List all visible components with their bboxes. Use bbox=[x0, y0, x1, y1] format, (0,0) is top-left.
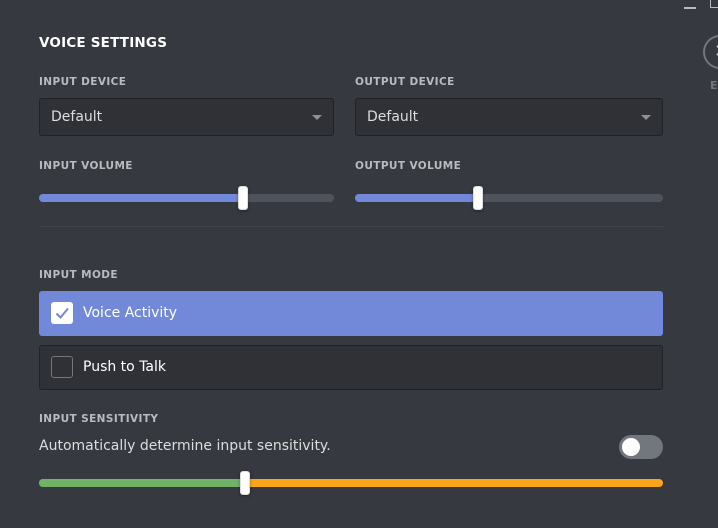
sensitivity-below-threshold bbox=[39, 479, 245, 487]
input-device-value: Default bbox=[51, 109, 103, 125]
push-to-talk-checkbox[interactable] bbox=[51, 356, 73, 378]
sensitivity-handle[interactable] bbox=[239, 471, 250, 495]
output-volume-slider[interactable] bbox=[355, 186, 663, 210]
toggle-knob bbox=[622, 438, 640, 456]
auto-sensitivity-toggle[interactable] bbox=[619, 435, 663, 459]
checkmark-icon bbox=[55, 307, 69, 319]
output-device-select[interactable]: Default bbox=[355, 98, 663, 136]
output-volume-label: OUTPUT VOLUME bbox=[355, 160, 462, 172]
input-volume-label: INPUT VOLUME bbox=[39, 160, 133, 172]
input-volume-fill bbox=[39, 194, 243, 202]
page-title: VOICE SETTINGS bbox=[39, 35, 168, 51]
push-to-talk-label: Push to Talk bbox=[83, 359, 167, 375]
escape-label: E bbox=[710, 79, 718, 92]
output-volume-handle[interactable] bbox=[473, 186, 484, 210]
input-mode-voice-activity[interactable]: Voice Activity bbox=[39, 291, 663, 336]
voice-activity-checkbox[interactable] bbox=[51, 302, 73, 324]
output-device-label: OUTPUT DEVICE bbox=[355, 76, 455, 88]
input-device-label: INPUT DEVICE bbox=[39, 76, 127, 88]
voice-activity-label: Voice Activity bbox=[83, 305, 178, 321]
close-icon: ✕ bbox=[714, 40, 718, 64]
output-volume-fill bbox=[355, 194, 479, 202]
input-mode-push-to-talk[interactable]: Push to Talk bbox=[39, 345, 663, 390]
minimize-icon[interactable] bbox=[684, 7, 696, 9]
input-device-select[interactable]: Default bbox=[39, 98, 334, 136]
input-volume-handle[interactable] bbox=[237, 186, 248, 210]
section-divider bbox=[39, 226, 663, 227]
sensitivity-slider[interactable] bbox=[39, 471, 663, 495]
input-mode-label: INPUT MODE bbox=[39, 269, 118, 281]
chevron-down-icon bbox=[312, 115, 322, 120]
close-button[interactable]: ✕ bbox=[703, 35, 718, 69]
input-sensitivity-label: INPUT SENSITIVITY bbox=[39, 413, 159, 425]
output-device-value: Default bbox=[367, 109, 419, 125]
chevron-down-icon bbox=[641, 115, 651, 120]
input-volume-slider[interactable] bbox=[39, 186, 334, 210]
auto-sensitivity-label: Automatically determine input sensitivit… bbox=[39, 438, 331, 454]
maximize-icon[interactable] bbox=[710, 0, 718, 8]
